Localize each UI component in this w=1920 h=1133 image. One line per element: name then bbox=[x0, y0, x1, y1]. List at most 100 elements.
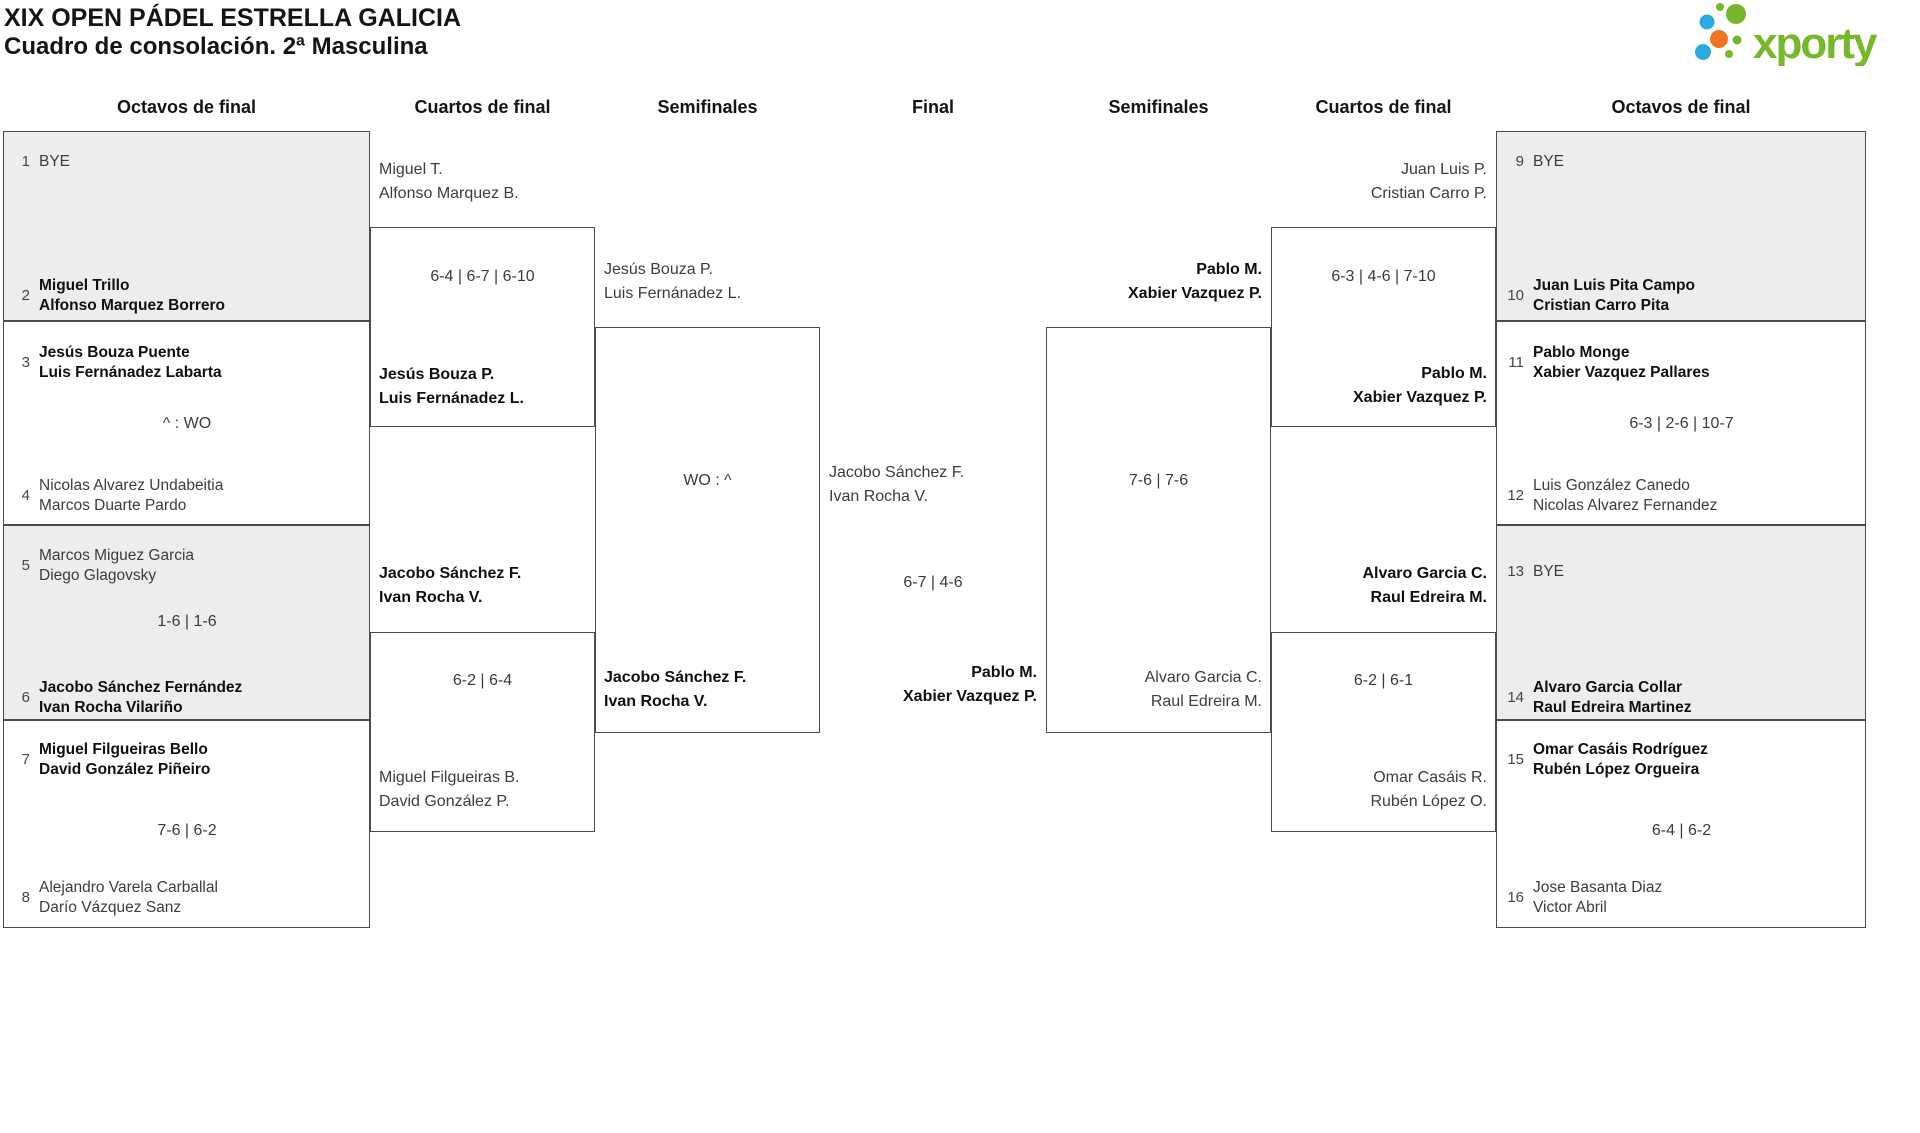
logo-wordmark: xporty bbox=[1753, 19, 1878, 66]
match-box-cuartos-left-1 bbox=[370, 227, 595, 427]
team-names: BYE bbox=[1533, 153, 1565, 170]
seed-number: 8 bbox=[21, 889, 30, 906]
round-header-semis-left: Semifinales bbox=[657, 97, 758, 117]
match-score: 6-2 | 6-4 bbox=[452, 672, 513, 689]
match-box-octavos-left-3 bbox=[3, 525, 370, 720]
pair-cuartos-right-2-top: Alvaro Garcia C.Raul Edreira M. bbox=[1362, 565, 1488, 606]
match-score: 7-6 | 6-2 bbox=[157, 822, 217, 839]
team-row-seed-13: 13 BYE bbox=[1502, 562, 1564, 582]
seed-number: 9 bbox=[1515, 153, 1524, 170]
match-box-semifinal-left bbox=[595, 327, 820, 733]
pair-semifinal-left-top: Jesús Bouza P.Luis Fernánadez L. bbox=[604, 261, 741, 302]
match-box-cuartos-left-2 bbox=[370, 632, 595, 832]
seed-number: 15 bbox=[1507, 751, 1524, 768]
round-header-octavos-right: Octavos de final bbox=[1611, 97, 1751, 117]
match-score: WO : ^ bbox=[683, 472, 732, 489]
round-header-semis-right: Semifinales bbox=[1108, 97, 1209, 117]
match-score: ^ : WO bbox=[162, 415, 212, 432]
round-header-octavos-left: Octavos de final bbox=[116, 97, 257, 117]
seed-number: 14 bbox=[1507, 689, 1524, 706]
match-box-octavos-right-4 bbox=[1496, 720, 1866, 928]
match-box-cuartos-right-2 bbox=[1271, 632, 1496, 832]
page-title: XIX OPEN PÁDEL ESTRELLA GALICIA bbox=[4, 4, 461, 32]
match-box-octavos-left-2 bbox=[3, 321, 370, 525]
logo-dots-icon bbox=[1695, 3, 1746, 60]
pair-cuartos-left-2-bottom: Miguel Filgueiras B.David González P. bbox=[379, 769, 520, 810]
match-box-octavos-left-4 bbox=[3, 720, 370, 928]
seed-number: 7 bbox=[21, 751, 30, 768]
pair-cuartos-right-1-bottom: Pablo M.Xabier Vazquez P. bbox=[1353, 365, 1487, 406]
seed-number: 1 bbox=[21, 153, 30, 170]
seed-number: 13 bbox=[1507, 563, 1524, 580]
match-score: 7-6 | 7-6 bbox=[1128, 472, 1189, 489]
pair-final-bottom: Pablo M.Xabier Vazquez P. bbox=[903, 664, 1037, 705]
team-names: BYE bbox=[39, 153, 71, 170]
match-box-octavos-left-1 bbox=[3, 131, 370, 321]
pair-semifinal-right-top: Pablo M.Xabier Vazquez P. bbox=[1128, 261, 1262, 302]
pair-cuartos-right-1-top: Juan Luis P.Cristian Carro P. bbox=[1370, 161, 1487, 202]
pair-cuartos-left-2-top: Jacobo Sánchez F.Ivan Rocha V. bbox=[379, 565, 522, 606]
match-box-semifinal-right bbox=[1046, 327, 1271, 733]
match-box-octavos-right-3 bbox=[1496, 525, 1866, 720]
seed-number: 11 bbox=[1508, 354, 1524, 371]
match-score-final: 6-7 | 4-6 bbox=[903, 574, 963, 591]
seed-number: 10 bbox=[1507, 287, 1524, 304]
pair-semifinal-left-bottom: Jacobo Sánchez F.Ivan Rocha V. bbox=[604, 669, 747, 710]
match-score: 6-3 | 4-6 | 7-10 bbox=[1331, 268, 1436, 285]
match-score: 6-3 | 2-6 | 10-7 bbox=[1629, 415, 1734, 432]
round-header-cuartos-right: Cuartos de final bbox=[1315, 97, 1452, 117]
pair-final-top: Jacobo Sánchez F.Ivan Rocha V. bbox=[829, 464, 965, 505]
page-subtitle: Cuadro de consolación. 2ª Masculina bbox=[4, 33, 428, 60]
seed-number: 5 bbox=[21, 557, 30, 574]
match-score: 6-2 | 6-1 bbox=[1353, 672, 1414, 689]
pair-semifinal-right-bottom: Alvaro Garcia C.Raul Edreira M. bbox=[1144, 669, 1262, 710]
seed-number: 3 bbox=[21, 354, 30, 371]
round-header-final: Final bbox=[911, 97, 954, 117]
team-names: BYE bbox=[1533, 563, 1565, 580]
match-box-octavos-right-2 bbox=[1496, 321, 1866, 525]
xporty-logo[interactable]: xporty bbox=[1695, 2, 1920, 66]
team-row-seed-9: 9 BYE bbox=[1502, 152, 1564, 172]
match-box-cuartos-right-1 bbox=[1271, 227, 1496, 427]
match-score: 1-6 | 1-6 bbox=[157, 613, 217, 630]
pair-cuartos-right-2-bottom: Omar Casáis R.Rubén López O. bbox=[1370, 769, 1487, 810]
seed-number: 2 bbox=[21, 287, 30, 304]
seed-number: 6 bbox=[21, 689, 30, 706]
team-row-seed-1: 1 BYE bbox=[8, 152, 70, 172]
seed-number: 4 bbox=[21, 487, 30, 504]
seed-number: 16 bbox=[1507, 889, 1524, 906]
match-score: 6-4 | 6-2 bbox=[1651, 822, 1712, 839]
round-header-cuartos-left: Cuartos de final bbox=[414, 97, 551, 117]
match-score: 6-4 | 6-7 | 6-10 bbox=[430, 268, 535, 285]
pair-cuartos-left-1-top: Miguel T.Alfonso Marquez B. bbox=[379, 161, 519, 202]
pair-cuartos-left-1-bottom: Jesús Bouza P.Luis Fernánadez L. bbox=[379, 366, 524, 407]
match-box-octavos-right-1 bbox=[1496, 131, 1866, 321]
seed-number: 12 bbox=[1507, 487, 1524, 504]
